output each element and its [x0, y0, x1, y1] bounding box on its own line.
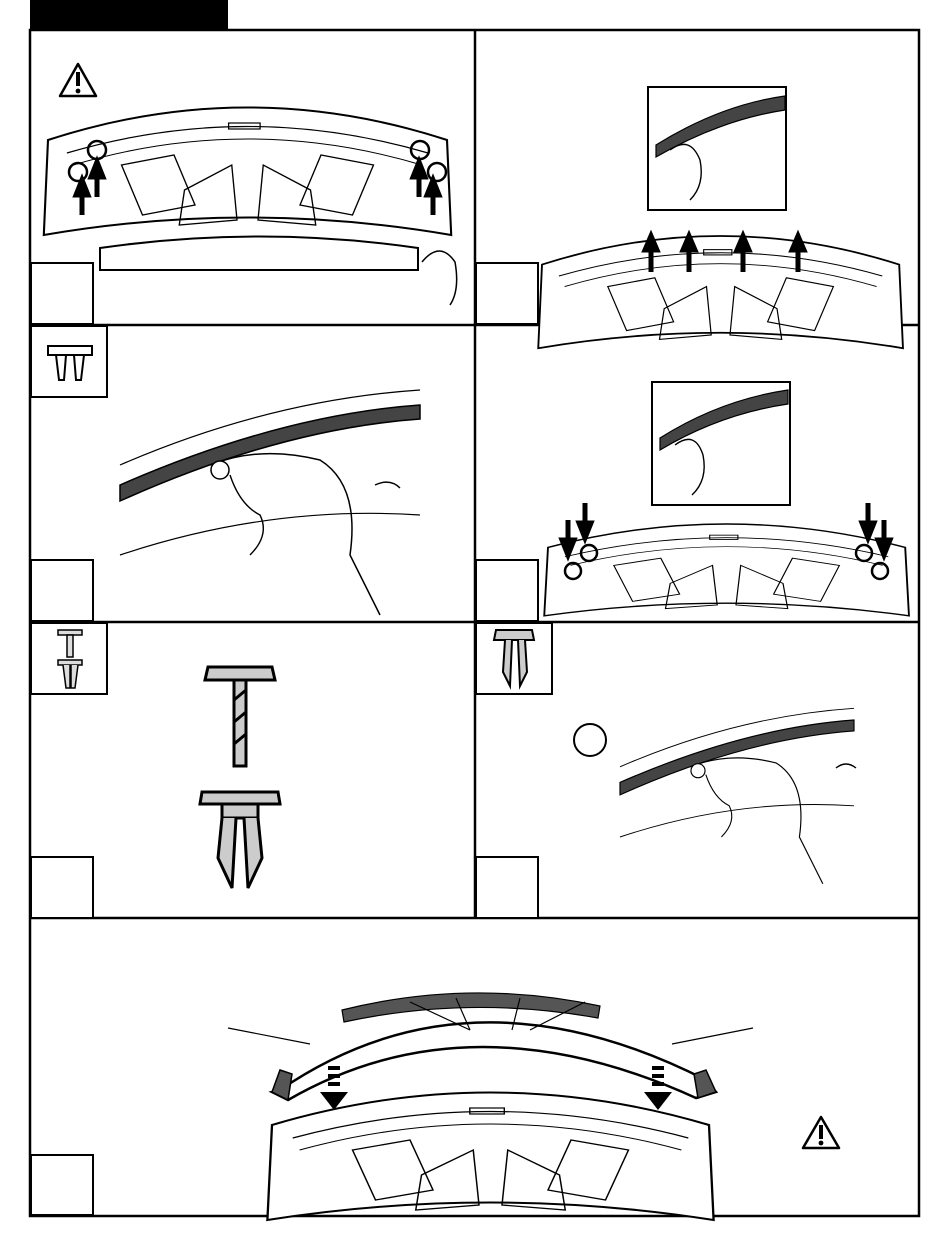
callout-circle [574, 724, 606, 756]
warning-icon [803, 1117, 839, 1148]
push-clip-icon [31, 326, 107, 397]
panel-4-illustration [544, 382, 909, 616]
panel-4-step-box [476, 560, 538, 621]
warning-icon [60, 64, 96, 96]
screw-rivet-icon [31, 623, 107, 694]
panel-7-step-box [31, 1155, 93, 1215]
push-rivet-icon [476, 623, 552, 694]
panel-1-illustration [44, 64, 457, 305]
panel-5-illustration [31, 623, 280, 888]
panel-6-illustration [476, 623, 856, 884]
screw-part [205, 667, 275, 766]
panel-5-step-box [31, 857, 93, 918]
rivet-part [200, 792, 280, 888]
panel-1-step-box [31, 263, 93, 324]
panel-3-step-box [31, 560, 93, 621]
panel-6-step-box [476, 857, 538, 918]
panel-7-illustration [228, 993, 839, 1220]
panel-2-step-box [476, 263, 538, 324]
panel-2-illustration [538, 87, 903, 348]
